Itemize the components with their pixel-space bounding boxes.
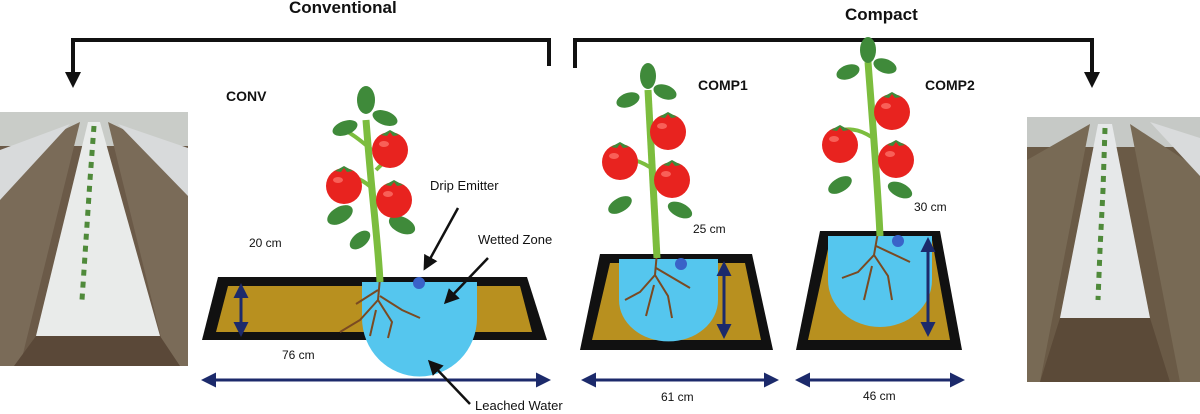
leached-water-pointer (427, 359, 471, 405)
conventional-field-photo (0, 112, 188, 366)
wetted-zone-pointer (443, 257, 489, 305)
comp2-width-label: 46 cm (863, 389, 896, 403)
comp1-label: COMP1 (698, 77, 748, 93)
compact-field-photo (1027, 117, 1200, 382)
conv-label: CONV (226, 88, 267, 104)
conv-drip-emitter (413, 277, 425, 289)
comp1-width-label: 61 cm (661, 390, 694, 404)
comp1-height-label: 25 cm (693, 222, 726, 236)
compact-bracket (573, 38, 1100, 88)
comp2-roots (841, 231, 911, 301)
comp2-drip-emitter (892, 235, 904, 247)
comp2-label: COMP2 (925, 77, 975, 93)
comp2-height-label: 30 cm (914, 200, 947, 214)
comp1-roots (624, 251, 691, 319)
conv-wetted-zone (362, 282, 477, 377)
conv-width-label: 76 cm (282, 348, 315, 362)
conv-roots (339, 277, 421, 339)
drip-emitter-label: Drip Emitter (430, 178, 499, 193)
drip-emitter-pointer (423, 207, 460, 271)
compact-title: Compact (845, 5, 918, 24)
conventional-title: Conventional (289, 0, 397, 17)
conventional-bracket (65, 38, 551, 88)
comp1-drip-emitter (675, 258, 687, 270)
leached-water-label: Leached Water (475, 398, 563, 413)
comp1-tomato-plant (602, 63, 693, 259)
conv-tomato-plant (326, 86, 416, 283)
conv-height-label: 20 cm (249, 236, 282, 250)
comp2-wetted-zone (828, 236, 932, 327)
comp2-tomato-plant (822, 37, 914, 237)
wetted-zone-label: Wetted Zone (478, 232, 553, 247)
